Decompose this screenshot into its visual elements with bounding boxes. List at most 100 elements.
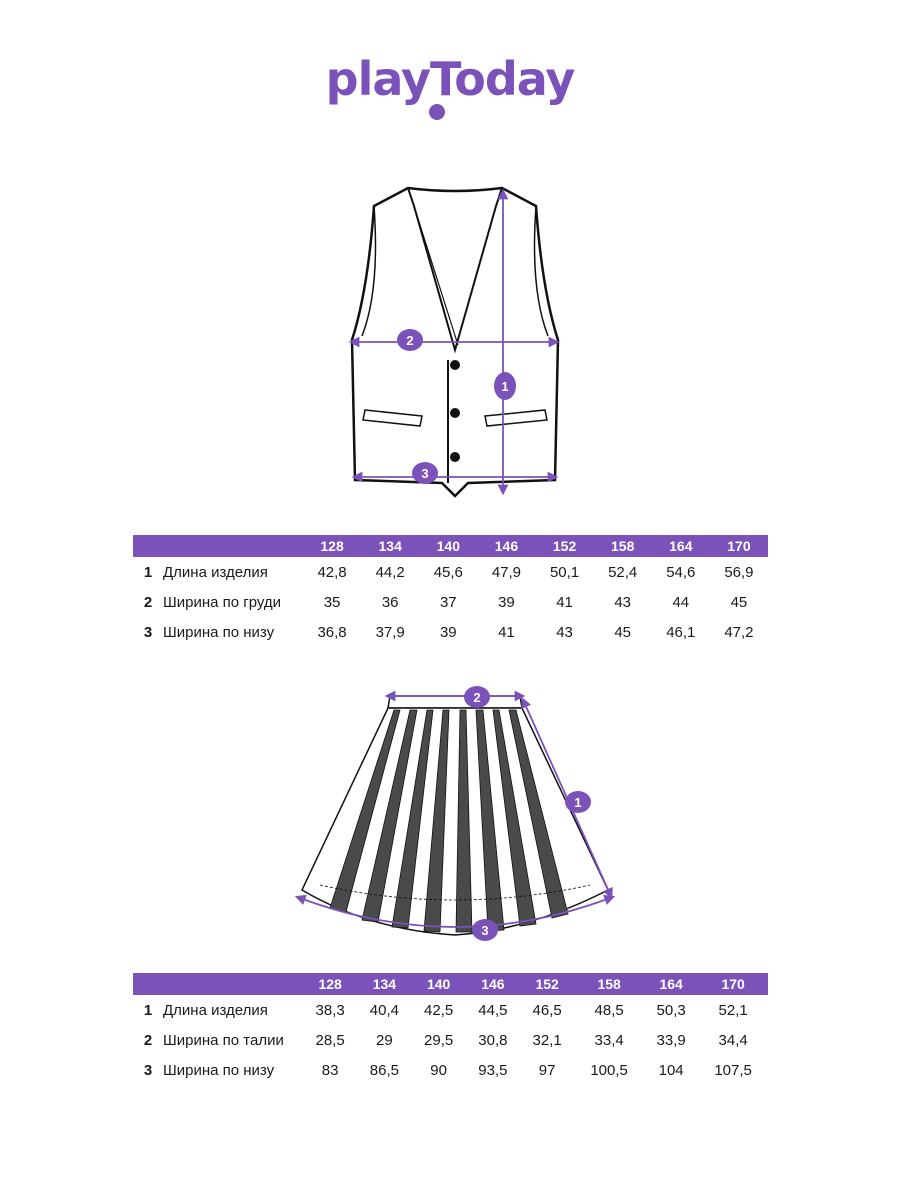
table-row: 1 Длина изделия 42,8 44,2 45,6 47,9 50,1… [133, 557, 768, 587]
row-label: Ширина по груди [163, 593, 282, 611]
size-header: 164 [644, 973, 699, 995]
table-row: 3 Ширина по низу 83 86,5 90 93,5 97 100,… [133, 1055, 768, 1085]
table-cell: 93,5 [478, 1061, 508, 1079]
table-cell: 46,1 [666, 623, 696, 641]
size-header: 170 [709, 535, 768, 557]
vest-size-table: 128 134 140 146 152 158 164 170 1 Длина … [133, 535, 768, 647]
table-cell: 38,3 [315, 1001, 345, 1019]
marker-2: 2 [406, 333, 413, 348]
table-cell: 86,5 [369, 1061, 399, 1079]
table-cell: 41 [556, 593, 573, 611]
row-number: 2 [143, 1031, 153, 1049]
table-row: 3 Ширина по низу 36,8 37,9 39 41 43 45 4… [133, 617, 768, 647]
logo-dot [429, 104, 445, 120]
button-icon [450, 360, 460, 370]
row-number: 1 [143, 563, 153, 581]
size-header: 140 [419, 535, 478, 557]
logo-text: playToday [325, 52, 576, 106]
size-header: 140 [411, 973, 466, 995]
table-cell: 50,1 [549, 563, 580, 581]
skirt-drawing: 2 1 3 [294, 686, 616, 941]
table-cell: 32,1 [532, 1031, 562, 1049]
size-header: 128 [303, 535, 362, 557]
button-icon [450, 452, 460, 462]
table-cell: 54,6 [666, 563, 696, 581]
table-cell: 29,5 [424, 1031, 454, 1049]
table-cell: 42,8 [317, 563, 347, 581]
table-cell: 104 [658, 1061, 684, 1079]
table-cell: 48,5 [594, 1001, 624, 1019]
marker-3: 3 [481, 923, 488, 938]
row-number: 3 [143, 623, 153, 641]
size-header: 128 [303, 973, 358, 995]
row-label: Длина изделия [163, 563, 268, 581]
size-header: 134 [357, 973, 412, 995]
marker-1: 1 [501, 379, 508, 394]
size-header: 158 [574, 973, 644, 995]
table-cell: 97 [538, 1061, 556, 1079]
table-cell: 107,5 [714, 1061, 752, 1079]
size-header: 146 [477, 535, 536, 557]
table-row: 1 Длина изделия 38,3 40,4 42,5 44,5 46,5… [133, 995, 768, 1025]
table-cell: 44 [672, 593, 690, 611]
table-cell: 44,2 [375, 563, 405, 581]
table-cell: 43 [556, 623, 573, 641]
table-cell: 46,5 [532, 1001, 562, 1019]
table-cell: 50,3 [656, 1001, 686, 1019]
table-cell: 44,5 [478, 1001, 508, 1019]
table-cell: 43 [614, 593, 632, 611]
row-number: 3 [143, 1061, 153, 1079]
size-header: 152 [520, 973, 575, 995]
table-cell: 29 [376, 1031, 393, 1049]
table-cell: 39 [498, 593, 515, 611]
table-cell: 47,2 [724, 623, 754, 641]
table-header-row: 128 134 140 146 152 158 164 170 [133, 535, 768, 557]
row-number: 2 [143, 593, 153, 611]
table-cell: 36,8 [317, 623, 347, 641]
table-cell: 90 [430, 1061, 447, 1079]
brand-logo: playToday [0, 52, 900, 106]
table-cell: 45,6 [433, 563, 463, 581]
table-row: 2 Ширина по талии 28,5 29 29,5 30,8 32,1… [133, 1025, 768, 1055]
size-header: 152 [535, 535, 594, 557]
table-cell: 56,9 [724, 563, 754, 581]
size-header: 170 [698, 973, 768, 995]
header-blank [133, 535, 303, 557]
table-row: 2 Ширина по груди 35 36 37 39 41 43 44 4… [133, 587, 768, 617]
table-cell: 52,1 [718, 1001, 748, 1019]
table-cell: 83 [321, 1061, 339, 1079]
table-cell: 37,9 [375, 623, 405, 641]
table-cell: 47,9 [491, 563, 522, 581]
table-cell: 28,5 [315, 1031, 345, 1049]
row-number: 1 [143, 1001, 153, 1019]
row-label: Ширина по талии [163, 1031, 284, 1049]
table-cell: 36 [381, 593, 399, 611]
size-header: 146 [465, 973, 520, 995]
size-header: 164 [651, 535, 710, 557]
table-cell: 34,4 [718, 1031, 748, 1049]
table-cell: 35 [323, 593, 341, 611]
skirt-size-table: 128 134 140 146 152 158 164 170 1 Длина … [133, 973, 768, 1085]
button-icon [450, 408, 460, 418]
table-cell: 30,8 [478, 1031, 508, 1049]
row-label: Ширина по низу [163, 1061, 275, 1079]
header-blank [133, 973, 303, 995]
table-cell: 45 [614, 623, 632, 641]
marker-1: 1 [574, 795, 581, 810]
table-cell: 33,4 [594, 1031, 624, 1049]
size-header: 134 [361, 535, 420, 557]
table-cell: 52,4 [608, 563, 638, 581]
vest-drawing: 1 2 3 [348, 186, 560, 498]
table-cell: 40,4 [369, 1001, 399, 1019]
row-label: Ширина по низу [163, 623, 275, 641]
table-cell: 33,9 [656, 1031, 686, 1049]
marker-3: 3 [421, 466, 428, 481]
size-header: 158 [593, 535, 652, 557]
table-cell: 45 [730, 593, 748, 611]
table-cell: 100,5 [590, 1061, 628, 1079]
row-label: Длина изделия [163, 1001, 268, 1019]
table-cell: 39 [439, 623, 457, 641]
table-cell: 42,5 [424, 1001, 454, 1019]
table-cell: 37 [439, 593, 457, 611]
table-header-row: 128 134 140 146 152 158 164 170 [133, 973, 768, 995]
